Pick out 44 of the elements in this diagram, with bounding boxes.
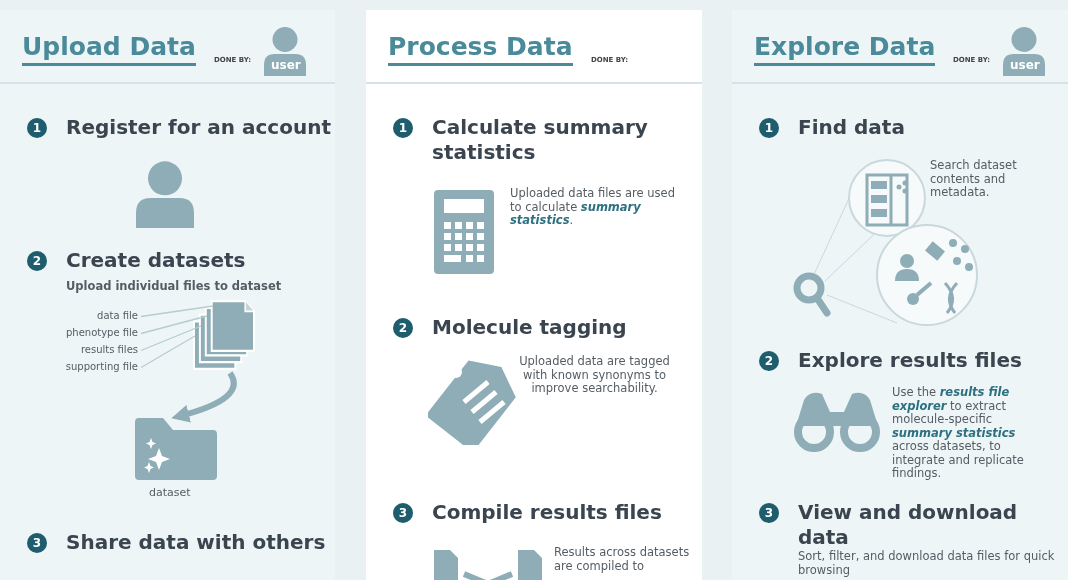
leader-line: [140, 305, 214, 318]
leader-line: [140, 325, 202, 352]
column-panel: [0, 10, 335, 580]
step-heading: Explore results files: [798, 348, 1022, 373]
step-number: 1: [27, 118, 47, 138]
step-heading: Create datasets: [66, 248, 246, 273]
column-title: Explore Data: [754, 32, 936, 66]
step-number: 2: [27, 251, 47, 271]
column-title: Upload Data: [22, 32, 196, 66]
role-label: user: [271, 58, 301, 72]
step-number: 1: [393, 118, 413, 138]
step-number: 2: [393, 318, 413, 338]
folder-label: dataset: [149, 486, 191, 499]
step-heading: Compile results files: [432, 500, 662, 525]
step-description: Uploaded data are tagged with known synonyms to improve searchability.: [518, 355, 671, 396]
step-number: 2: [759, 351, 779, 371]
file-label: supporting file: [40, 361, 138, 374]
step-description: Sort, filter, and download data files for quick browsing: [798, 550, 1056, 577]
file-label: phenotype file: [40, 327, 138, 340]
step-heading: Calculate summary statistics: [432, 115, 649, 165]
step-number: 3: [759, 503, 779, 523]
step-description: Upload individual files to dataset: [66, 280, 283, 294]
step-description: Use the results file explorer to extract molecule-specific summary statistics across datasets, to integrate and replicate findings.: [892, 386, 1025, 481]
step-heading: Molecule tagging: [432, 315, 627, 340]
step-description: Results across datasets are compiled to: [554, 546, 691, 573]
file-stack-icon: [193, 300, 255, 370]
step-heading: Register for an account: [66, 115, 331, 140]
leader-line: [140, 315, 208, 335]
role-label: user: [1010, 58, 1040, 72]
step-description: Uploaded data files are used to calculate summary statistics.: [510, 187, 676, 228]
column-panel: [732, 10, 1068, 580]
step-heading: View and download data: [798, 500, 1019, 550]
step-number: 1: [759, 118, 779, 138]
column-title: Process Data: [388, 32, 573, 66]
file-stack-icon: [135, 418, 217, 480]
step-number: 3: [27, 533, 47, 553]
file-label: data file: [40, 310, 138, 323]
column-panel: [366, 10, 702, 580]
leader-line: [140, 335, 196, 369]
step-number: 3: [393, 503, 413, 523]
step-heading: Share data with others: [66, 530, 326, 555]
step-description: Search dataset contents and metadata.: [930, 159, 1018, 200]
file-label: results files: [40, 344, 138, 357]
step-heading: Find data: [798, 115, 905, 140]
